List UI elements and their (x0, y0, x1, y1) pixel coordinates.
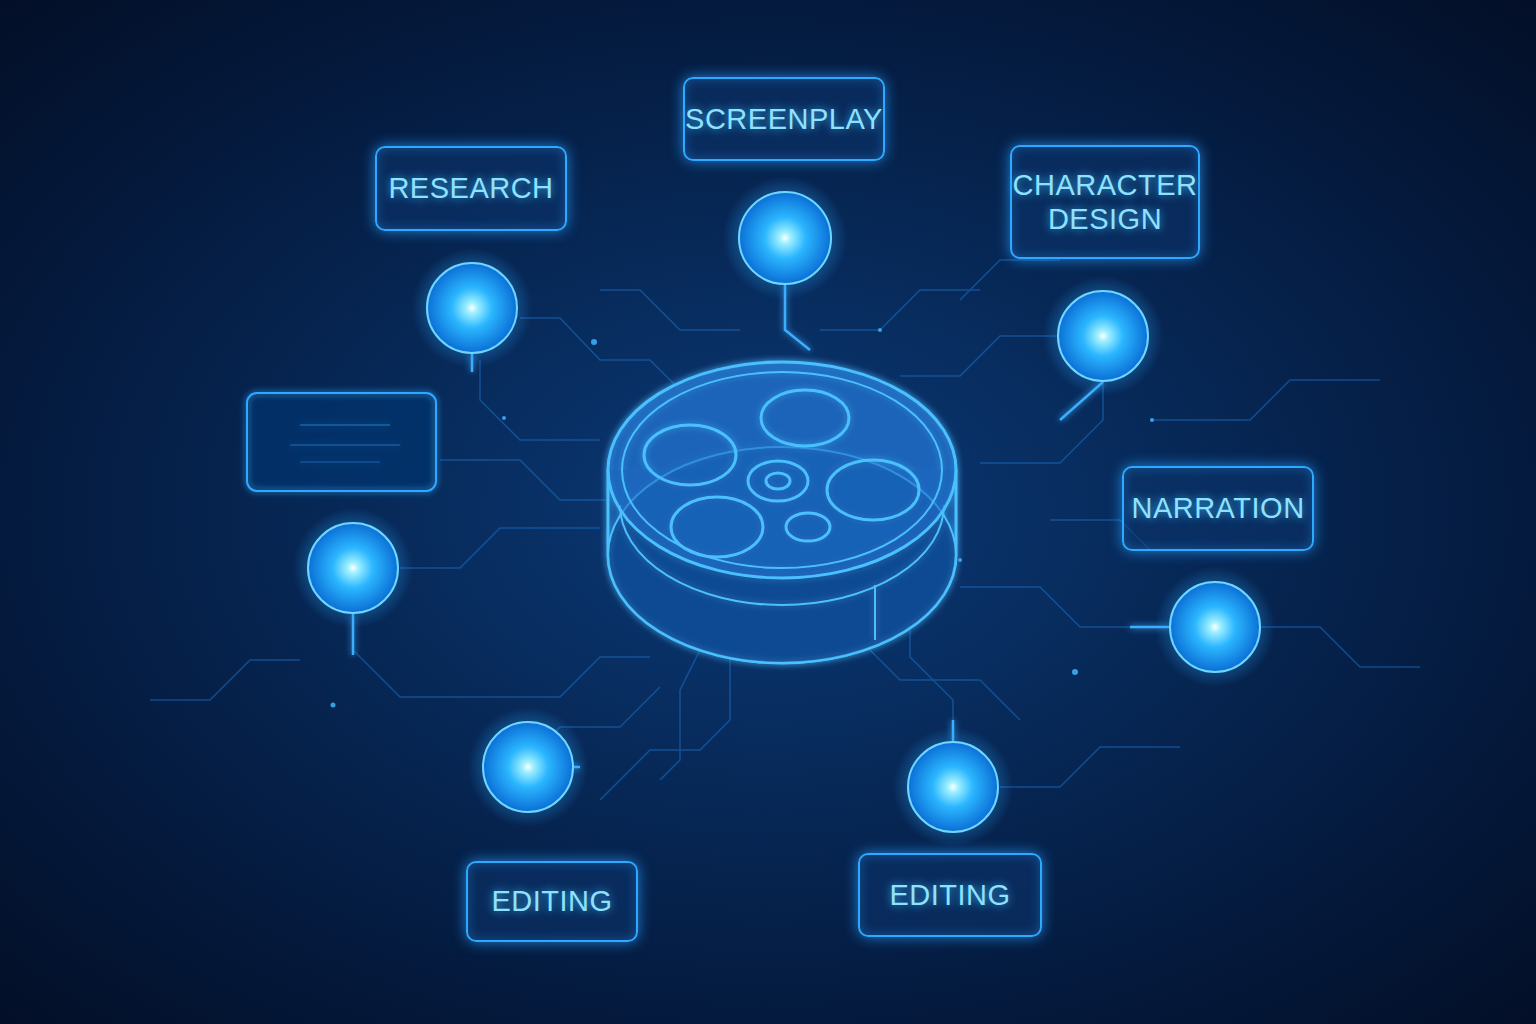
film-reel (608, 362, 956, 663)
label-box: SCREENPLAY (683, 77, 885, 161)
label-box: NARRATION (1122, 466, 1314, 551)
box-label: EDITING (889, 878, 1010, 912)
label-box: CHARACTER DESIGN (1010, 145, 1200, 259)
box-label: RESEARCH (388, 171, 553, 205)
circuit-traces (150, 260, 1420, 800)
box-label: EDITING (491, 884, 612, 918)
box-label: NARRATION (1131, 491, 1304, 525)
box-label: CHARACTER DESIGN (1013, 168, 1198, 236)
empty-panel (247, 393, 436, 491)
label-box: EDITING (858, 853, 1042, 937)
label-box: RESEARCH (375, 146, 567, 231)
label-box: EDITING (466, 861, 638, 942)
circuit-dots (331, 328, 1155, 708)
box-label: SCREENPLAY (685, 102, 883, 136)
